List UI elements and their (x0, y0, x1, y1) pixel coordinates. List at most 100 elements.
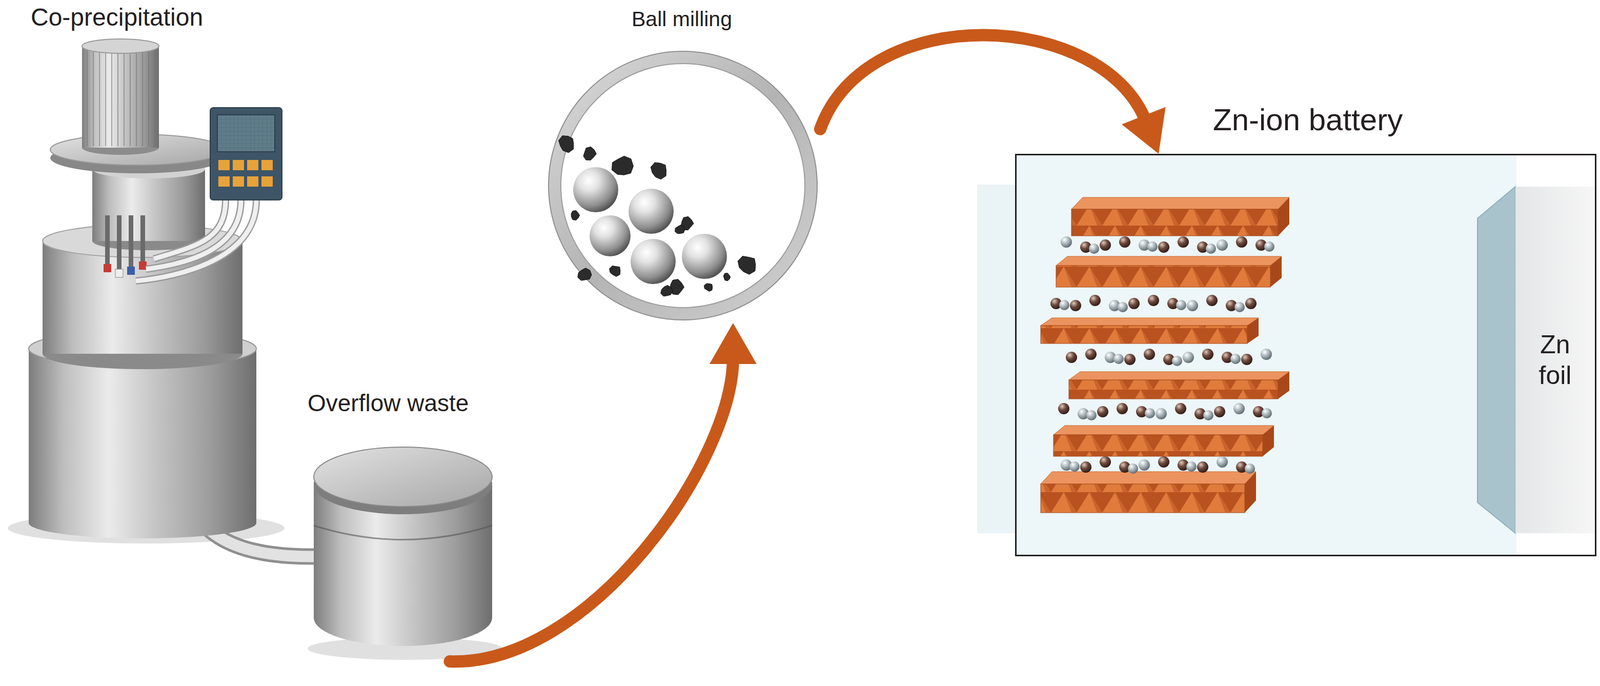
zn-ion (1128, 297, 1140, 310)
zn-ion (1086, 410, 1097, 421)
zn-ion (1171, 355, 1183, 367)
zn-ion (1216, 456, 1228, 468)
zn-ion (1205, 243, 1217, 254)
process-arrow (820, 35, 1166, 154)
zn-ion (1117, 301, 1128, 313)
zn-ion (1088, 243, 1100, 254)
zn-ion (1186, 461, 1197, 472)
zn-ion (1230, 353, 1241, 364)
zn-ion (1143, 348, 1156, 360)
powder-particle (660, 285, 673, 297)
milling-ball (681, 233, 727, 279)
zn-ion (1127, 463, 1139, 474)
zn-ion (1202, 348, 1214, 360)
powder-particle (723, 273, 731, 281)
zn-ion (1186, 299, 1199, 312)
zn-ion (1177, 236, 1189, 248)
arrow-line (450, 357, 734, 662)
zn-ion (1069, 299, 1082, 312)
zn-ion (1099, 456, 1111, 468)
zn-ion (1059, 299, 1070, 311)
milling-ball (628, 188, 674, 234)
zn-ion (1203, 410, 1214, 421)
powder-particle (670, 279, 684, 295)
powder-particle (704, 283, 713, 292)
zn-ion (1182, 351, 1194, 363)
zn-ion (1124, 353, 1136, 366)
powder-particle (577, 268, 592, 281)
zn-ion (1080, 461, 1092, 473)
milling-ball (589, 215, 631, 257)
powder-particle (558, 135, 574, 153)
probes (103, 215, 147, 278)
waste-tank (307, 447, 503, 660)
motor-ribs (87, 48, 155, 147)
powder-particle (675, 225, 685, 234)
node-text: Zn foil (1525, 329, 1585, 391)
node-text: Overflow waste (307, 389, 469, 417)
control-box (210, 107, 282, 200)
milling-ball (573, 167, 619, 213)
layered-slab (1040, 471, 1257, 513)
zn-foil: Zn foil (1515, 186, 1595, 534)
zn-ion (1155, 408, 1167, 420)
zn-ion (1147, 241, 1158, 252)
zn-ion (1206, 294, 1218, 307)
layered-slab (1068, 371, 1290, 399)
node-text: Ball milling (543, 7, 821, 32)
node-text: Zn-ion battery (1212, 102, 1403, 138)
zn-ion (1113, 353, 1124, 364)
zn-ion (1233, 402, 1245, 415)
zn-ion (1085, 348, 1097, 360)
zn-ion (1065, 351, 1078, 363)
zn-ion (1144, 408, 1156, 419)
zn-ion (1236, 236, 1248, 248)
battery-box: Zn-ion batteryZn foil (1015, 153, 1597, 557)
zn-ion (1158, 456, 1170, 468)
zn-ion (1058, 402, 1070, 415)
powder-particle (609, 266, 621, 277)
zn-ion (1175, 402, 1187, 415)
milling-ball (630, 238, 676, 285)
node-text: Co-precipitation (30, 3, 204, 32)
powder-particle (612, 155, 634, 175)
zn-ion (1158, 241, 1170, 253)
layered-slab (1071, 197, 1290, 236)
zn-ion (1089, 294, 1101, 307)
powder-particle (737, 256, 756, 275)
arrow-line (820, 35, 1146, 130)
zn-ion (1241, 353, 1253, 366)
zn-ion (1197, 461, 1209, 473)
cables (135, 199, 257, 281)
process-arrow (450, 322, 757, 662)
zn-ion (1119, 236, 1131, 248)
motor (82, 38, 159, 54)
zn-foil-side (1477, 186, 1516, 534)
zn-ion (1176, 299, 1187, 311)
layered-slab (1053, 425, 1274, 457)
layered-slab (1040, 317, 1259, 344)
zn-ion (1244, 463, 1255, 474)
cylinder (28, 348, 257, 523)
zn-ion (1216, 239, 1228, 251)
zn-ion (1234, 301, 1245, 313)
zn-ion (1138, 459, 1150, 471)
zn-ion (1116, 402, 1128, 415)
zn-ion (1213, 406, 1226, 418)
zn-ion (1261, 408, 1272, 419)
zn-ion (1099, 239, 1111, 251)
powder-particle (571, 210, 580, 221)
powder-particle (583, 146, 597, 160)
process-label: Co-precipitation (20, 3, 288, 537)
process-label: Ball milling (543, 5, 821, 323)
motor (82, 46, 159, 148)
zn-ion (1069, 461, 1080, 472)
zn-ion (1097, 406, 1109, 418)
battery-illustration (977, 155, 1517, 555)
zn-ion (1260, 348, 1272, 360)
zn-ion (1147, 294, 1160, 307)
zn-ion (1060, 236, 1072, 248)
zn-ion (1245, 297, 1257, 310)
layered-slab (1056, 256, 1282, 288)
